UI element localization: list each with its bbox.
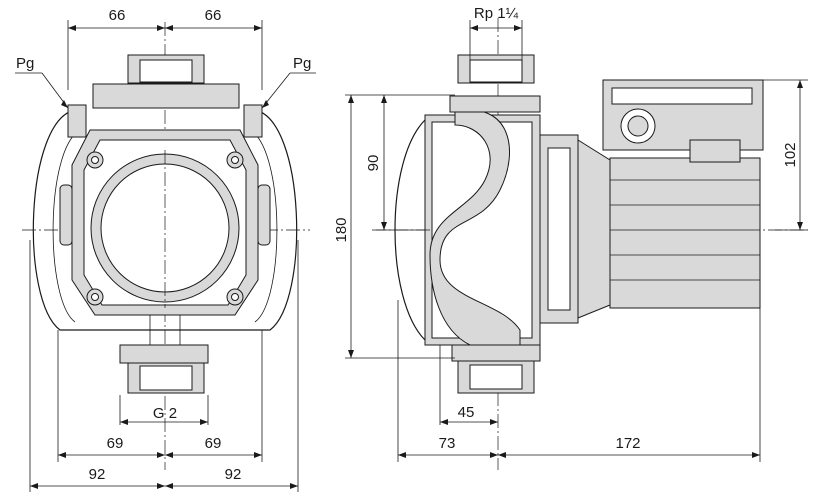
front-housing-inner-left — [52, 129, 81, 323]
dim-label-port-offset: 45 — [458, 404, 475, 421]
dim-port-45: 45 — [440, 404, 498, 425]
side-top-port-inner — [469, 59, 523, 83]
front-plug-left — [67, 104, 87, 138]
side-motor-fins — [610, 179, 760, 281]
side-bottom-flange — [451, 344, 541, 362]
side-motor-flange-inner — [547, 147, 571, 311]
dim-label-thread: G 2 — [153, 405, 177, 422]
side-terminal-foot — [689, 139, 741, 163]
side-motor-adapter — [577, 139, 611, 319]
side-bottom-port-inner — [469, 364, 523, 390]
front-top-flange — [92, 83, 240, 109]
dim-top-66: 66 66 — [68, 7, 262, 31]
front-plug-right — [243, 104, 263, 138]
dim-bottom-92: 92 92 — [30, 466, 298, 489]
dim-height-90: 90 — [365, 95, 387, 230]
bolt-bottom-right-hole — [231, 293, 239, 301]
side-view: Rp 1¼ 180 90 102 45 — [333, 5, 808, 470]
side-terminal-box-top — [611, 87, 753, 105]
front-lug-left — [59, 184, 73, 246]
front-view: 66 66 Pg Pg G 2 69 69 — [15, 7, 316, 492]
front-neck — [149, 315, 181, 345]
bolt-bottom-left-hole — [91, 293, 99, 301]
dim-height-180: 180 — [333, 95, 354, 358]
pg-label-left: Pg — [16, 55, 34, 72]
pg-label-right: Pg — [293, 55, 311, 72]
front-lug-right — [257, 184, 271, 246]
dim-label-height-upper: 90 — [365, 155, 382, 172]
side-motor-body — [609, 157, 761, 309]
dim-label-motor-depth: 172 — [615, 435, 640, 452]
dim-label-height-total: 180 — [333, 217, 350, 242]
front-housing-inner-right — [249, 129, 278, 323]
pg-callouts: Pg Pg — [15, 55, 316, 109]
front-bolts — [86, 151, 244, 306]
dim-label-top-left: 66 — [109, 7, 126, 24]
dim-label-mid-right: 69 — [205, 435, 222, 452]
dim-label-bottom-right: 92 — [225, 466, 242, 483]
pg-right-arrow — [262, 100, 269, 108]
dim-mid-69: 69 69 — [58, 435, 262, 458]
front-outer-housing — [32, 109, 298, 331]
dim-label-connection: Rp 1¼ — [474, 5, 519, 22]
pg-left-arrow — [61, 100, 68, 108]
dim-label-front-depth: 73 — [439, 435, 456, 452]
dim-label-mid-left: 69 — [107, 435, 124, 452]
dim-label-height-right: 102 — [782, 142, 799, 167]
dim-mid-arrows — [58, 452, 262, 458]
dim-label-bottom-left: 92 — [89, 466, 106, 483]
dim-connection-rp: Rp 1¼ — [470, 5, 522, 31]
dim-height-102: 102 — [782, 80, 803, 230]
bolt-top-left-hole — [91, 156, 99, 164]
dim-label-top-right: 66 — [205, 7, 222, 24]
side-cable-gland-inner — [627, 115, 649, 137]
dim-top-arrows — [68, 25, 262, 31]
dim-thread-g2: G 2 — [120, 405, 208, 425]
front-bottom-port-inner — [139, 365, 193, 391]
dim-bottom-arrows — [30, 483, 298, 489]
front-bottom-flange — [119, 344, 209, 364]
side-volute — [429, 109, 521, 346]
front-top-port-inner — [139, 59, 193, 83]
side-top-flange — [449, 95, 541, 113]
dim-depth: 73 172 — [398, 435, 760, 458]
bolt-top-right-hole — [231, 156, 239, 164]
